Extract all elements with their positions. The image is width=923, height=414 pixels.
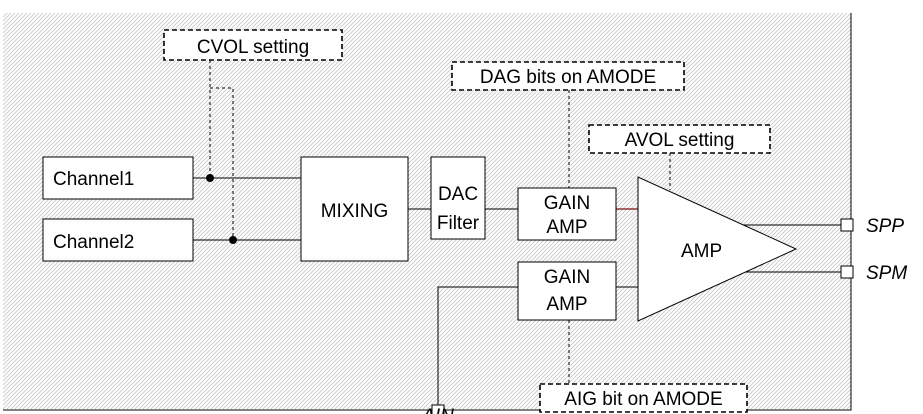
amp-label: AMP	[681, 241, 722, 262]
dac-filter-block: DAC Filter	[430, 156, 486, 240]
gain-amp-bottom-block: GAIN AMP	[517, 261, 617, 321]
ain-pin-label: AIN	[421, 406, 454, 414]
mixing-label: MIXING	[321, 201, 389, 222]
chip-background	[3, 13, 851, 409]
cvol-setting-label: CVOL setting	[197, 37, 309, 58]
junction-dot-channel1	[206, 174, 214, 182]
chip-border	[3, 13, 852, 411]
avol-setting-label: AVOL setting	[625, 130, 735, 151]
spp-pin: SPP	[840, 216, 904, 237]
cvol-setting-box: CVOL setting	[163, 29, 343, 61]
ain-pin: AIN	[421, 404, 454, 414]
spm-pin-label: SPM	[866, 263, 907, 284]
junction-dot-channel2	[229, 236, 237, 244]
avol-setting-box: AVOL setting	[588, 124, 771, 154]
aig-setting-label: AIG bit on AMODE	[564, 389, 722, 410]
gain-amp-top-line2: AMP	[546, 217, 587, 238]
mixing-block: MIXING	[300, 156, 409, 262]
dac-label: DAC	[438, 184, 478, 205]
filter-label: Filter	[437, 213, 480, 234]
gain-amp-bottom-line1: GAIN	[544, 267, 590, 288]
channel1-block: Channel1	[42, 156, 194, 200]
channel1-label: Channel1	[53, 169, 134, 190]
spm-pin: SPM	[840, 263, 907, 284]
gain-amp-top-line1: GAIN	[544, 193, 590, 214]
dag-setting-label: DAG bits on AMODE	[480, 67, 656, 88]
cvol-control-lines	[209, 60, 234, 240]
gain-amp-top-block: GAIN AMP	[517, 187, 617, 241]
gain-amp-bottom-line2: AMP	[546, 294, 587, 315]
channel2-label: Channel2	[53, 232, 134, 253]
dag-setting-box: DAG bits on AMODE	[451, 61, 685, 91]
aig-setting-box: AIG bit on AMODE	[539, 383, 748, 413]
amp-triangle: AMP	[637, 176, 798, 322]
channel2-block: Channel2	[42, 218, 194, 262]
spp-pin-label: SPP	[866, 216, 904, 237]
